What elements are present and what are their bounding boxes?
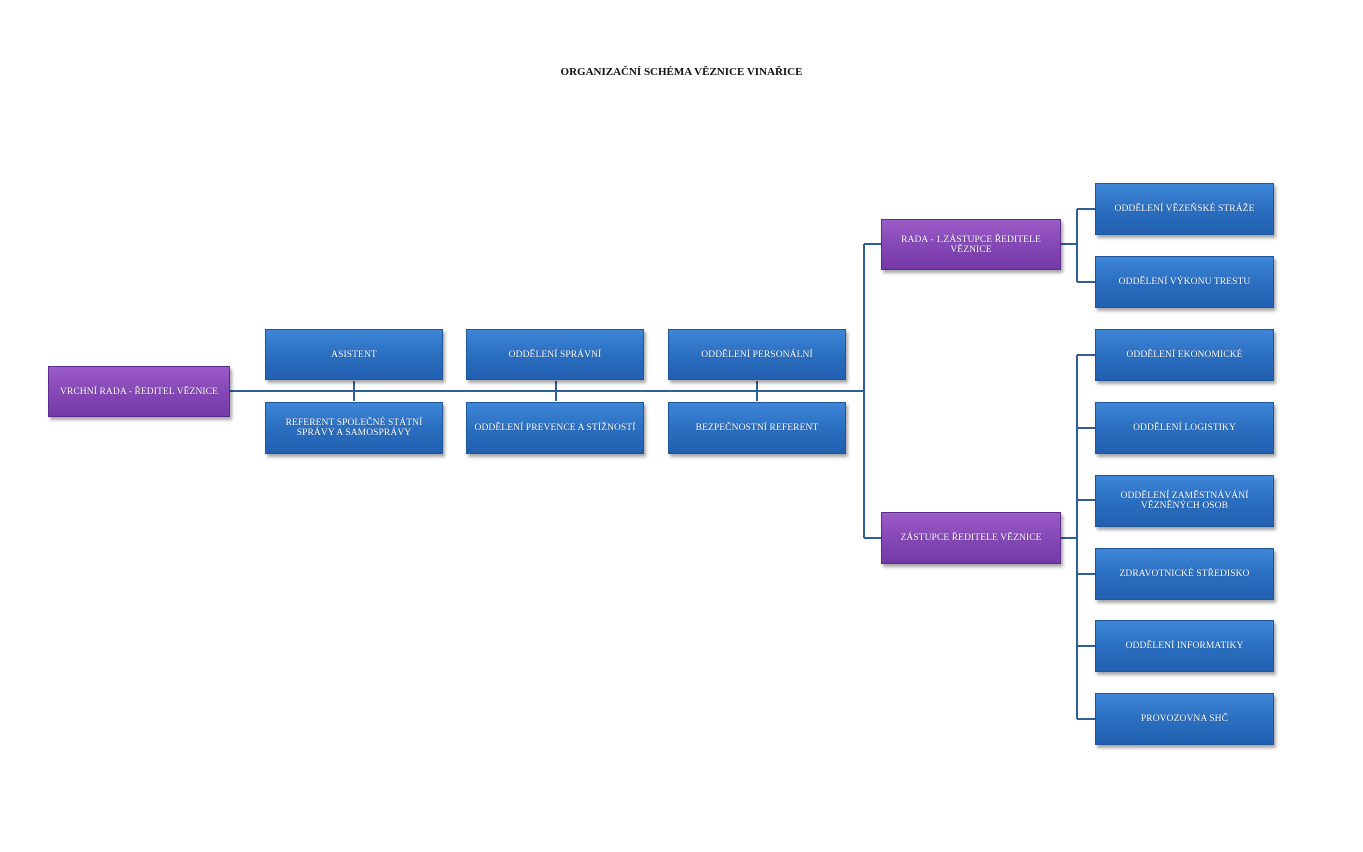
node-oddeleni-straze: ODDĚLENÍ VĚZEŇSKÉ STRÁŽE	[1095, 183, 1274, 235]
node-provozovna-shc: PROVOZOVNA SHČ	[1095, 693, 1274, 745]
node-oddeleni-spravni: ODDĚLENÍ SPRÁVNÍ	[466, 329, 644, 380]
node-oddeleni-personalni: ODDĚLENÍ PERSONÁLNÍ	[668, 329, 846, 380]
node-oddeleni-zamestnavani: ODDĚLENÍ ZAMĚSTNÁVÁNÍ VĚZNĚNÝCH OSOB	[1095, 475, 1274, 527]
node-director: VRCHNÍ RADA - ŘEDITEL VĚZNICE	[48, 366, 230, 417]
page-title: ORGANIZAČNÍ SCHÉMA VĚZNICE VINAŘICE	[560, 66, 803, 78]
node-oddeleni-prevence: ODDĚLENÍ PREVENCE A STÍŽNOSTÍ	[466, 402, 644, 454]
node-oddeleni-logistiky: ODDĚLENÍ LOGISTIKY	[1095, 402, 1274, 454]
node-oddeleni-informatiky: ODDĚLENÍ INFORMATIKY	[1095, 620, 1274, 672]
node-zdravotnicke-stredisko: ZDRAVOTNICKÉ STŘEDISKO	[1095, 548, 1274, 600]
node-asistent: ASISTENT	[265, 329, 443, 380]
node-referent-spolecne: REFERENT SPOLEČNÉ STÁTNÍ SPRÁVY A SAMOSP…	[265, 402, 443, 454]
node-deputy: ZÁSTUPCE ŘEDITELE VĚZNICE	[881, 512, 1061, 564]
node-oddeleni-vykonu: ODDĚLENÍ VÝKONU TRESTU	[1095, 256, 1274, 308]
node-bezpecnostni-referent: BEZPEČNOSTNÍ REFERENT	[668, 402, 846, 454]
node-first-deputy: RADA - 1.ZÁSTUPCE ŘEDITELE VĚZNICE	[881, 219, 1061, 270]
node-oddeleni-ekonomicke: ODDĚLENÍ EKONOMICKÉ	[1095, 329, 1274, 381]
